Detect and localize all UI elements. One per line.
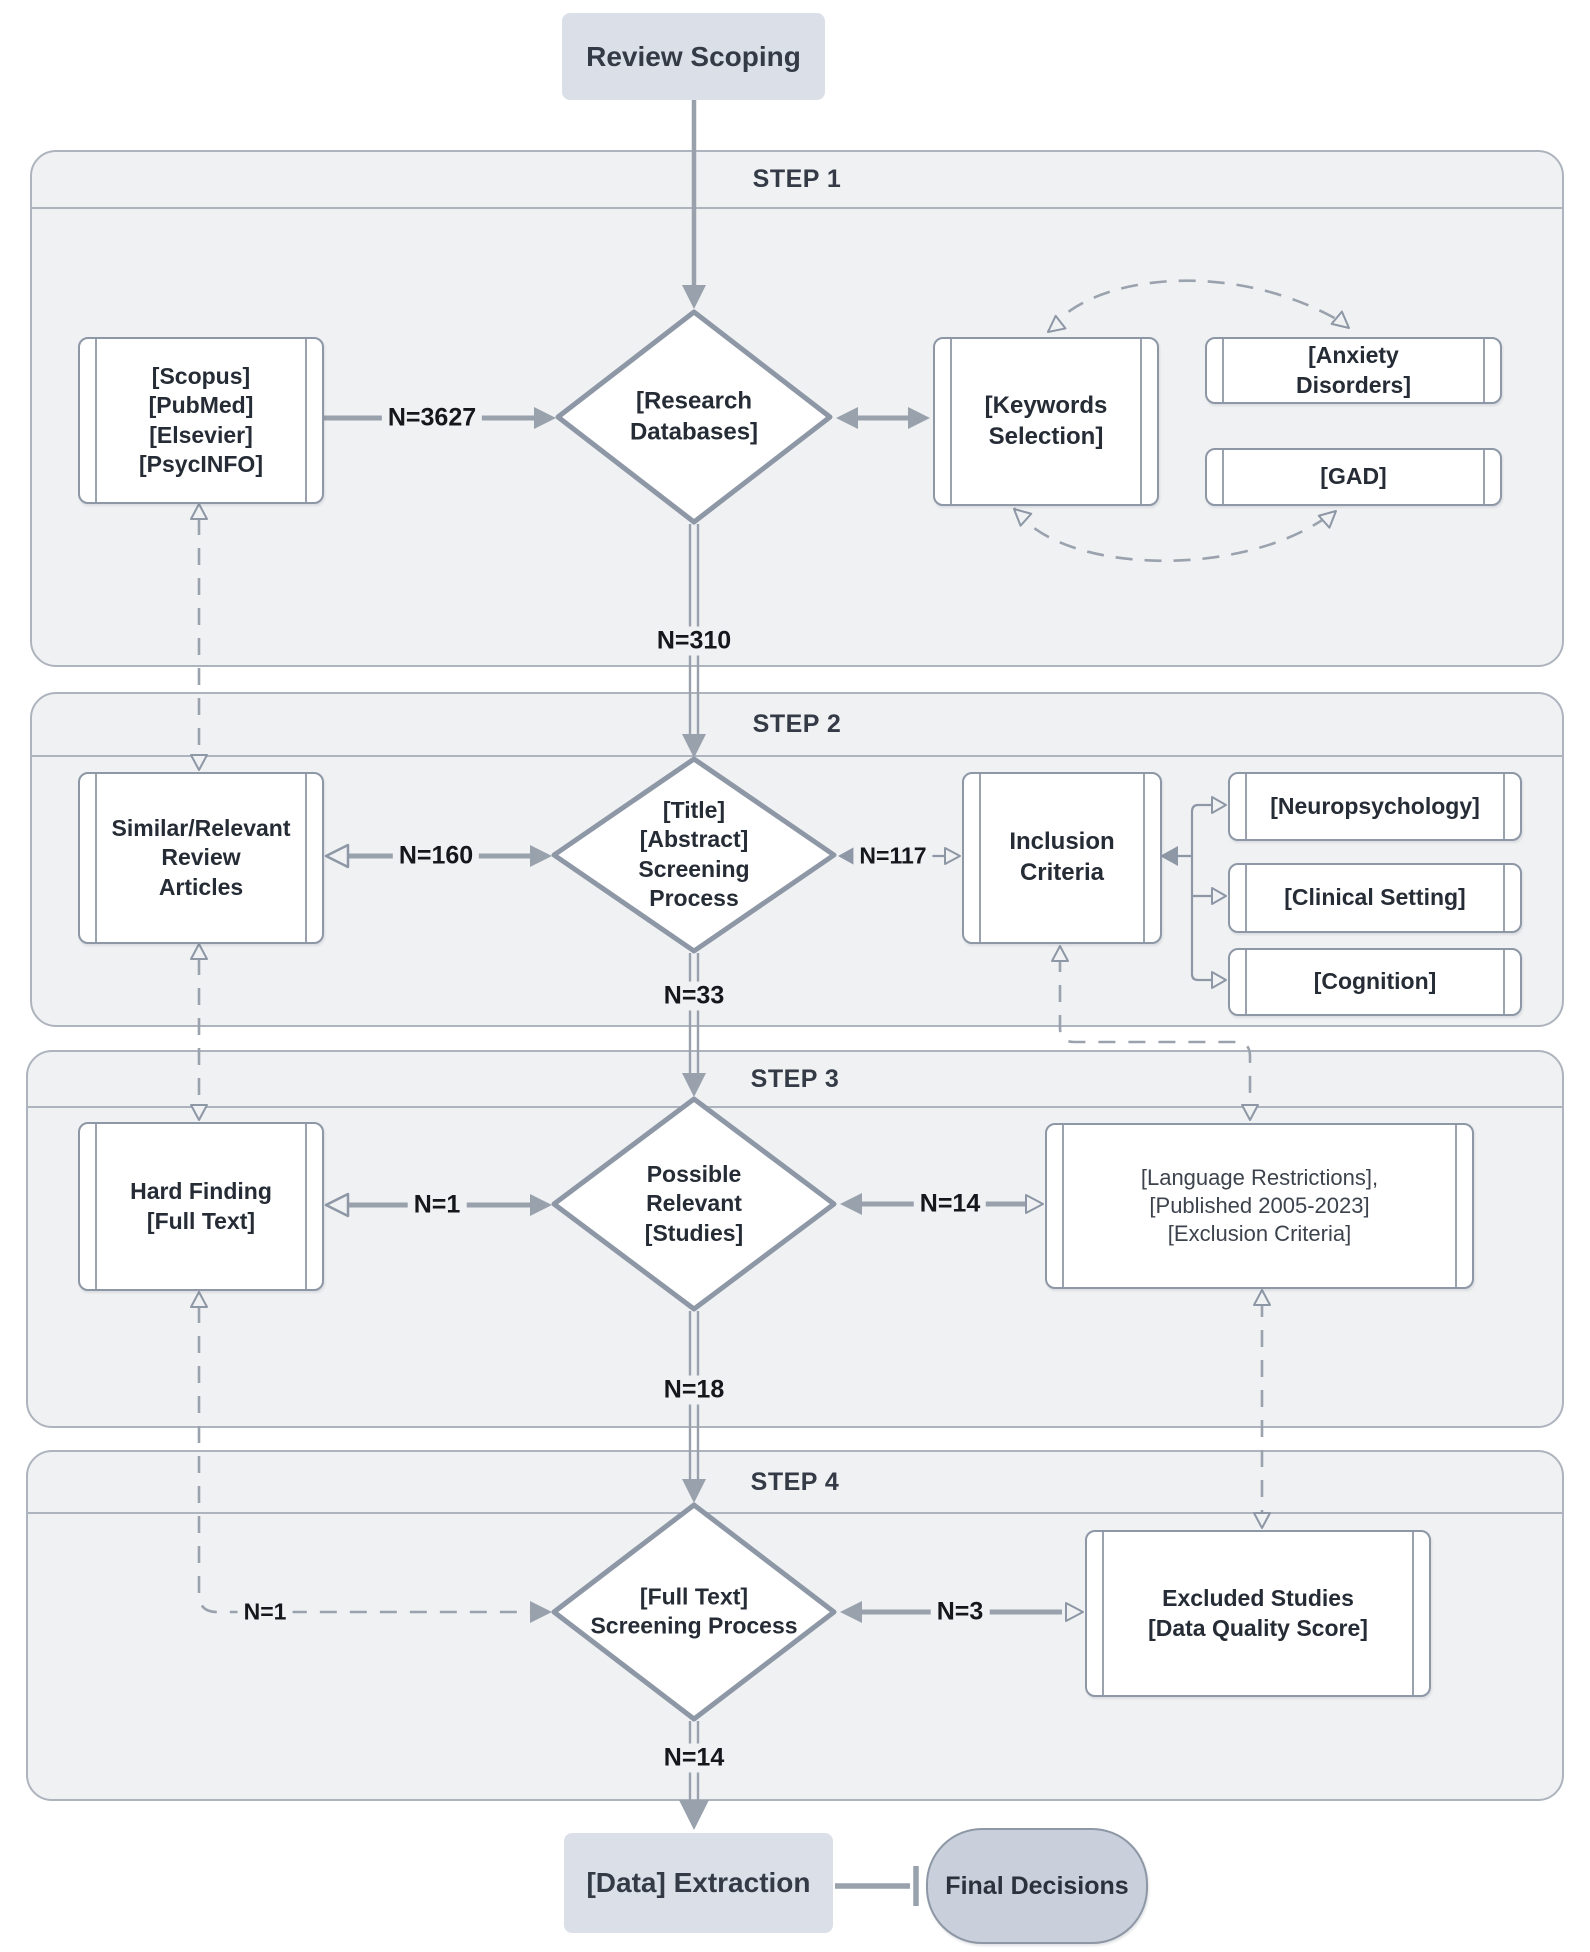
data-extraction-node: [Data] Extraction <box>564 1833 833 1933</box>
similar-articles-label: Similar/Relevant Review Articles <box>111 814 291 900</box>
databases-list-label: [Scopus] [PubMed] [Elsevier] [PsycINFO] <box>139 362 263 477</box>
step1-header: STEP 1 <box>32 152 1562 209</box>
step2-title: STEP 2 <box>752 710 842 738</box>
edge-label-n310: N=310 <box>650 626 738 656</box>
step2-header: STEP 2 <box>32 694 1562 757</box>
review-scoping-label: Review Scoping <box>586 40 801 72</box>
restrictions-node: [Language Restrictions], [Published 2005… <box>1045 1123 1474 1289</box>
anxiety-disorders-label: [Anxiety Disorders] <box>1295 342 1412 398</box>
excluded-studies-node: Excluded Studies [Data Quality Score] <box>1085 1530 1431 1697</box>
keywords-selection-node: [Keywords Selection] <box>933 337 1159 506</box>
final-decisions-node: Final Decisions <box>926 1828 1148 1944</box>
gad-label: [GAD] <box>1320 463 1387 490</box>
full-text-screening-label: [Full Text] Screening Process <box>590 1583 798 1639</box>
edge-label-n117: N=117 <box>853 842 933 870</box>
hard-finding-label: Hard Finding [Full Text] <box>130 1178 272 1234</box>
review-scoping-node: Review Scoping <box>562 13 825 100</box>
neuropsychology-label: [Neuropsychology] <box>1270 792 1480 819</box>
excluded-studies-label: Excluded Studies [Data Quality Score] <box>1148 1585 1368 1641</box>
edge-label-n3: N=3 <box>930 1597 990 1627</box>
edge-label-n160: N=160 <box>392 841 480 871</box>
clinical-setting-label: [Clinical Setting] <box>1284 884 1466 911</box>
step4-title: STEP 4 <box>750 1467 840 1496</box>
restrictions-label: [Language Restrictions], [Published 2005… <box>1140 1164 1379 1247</box>
clinical-setting-node: [Clinical Setting] <box>1228 863 1522 933</box>
databases-list-node: [Scopus] [PubMed] [Elsevier] [PsycINFO] <box>78 337 324 504</box>
similar-articles-node: Similar/Relevant Review Articles <box>78 772 324 944</box>
anxiety-disorders-node: [Anxiety Disorders] <box>1205 337 1502 404</box>
step3-title: STEP 3 <box>750 1064 840 1093</box>
edge-label-n3627: N=3627 <box>381 403 483 433</box>
edge-label-n33: N=33 <box>657 981 731 1011</box>
cognition-label: [Cognition] <box>1313 968 1437 995</box>
step3-header: STEP 3 <box>28 1052 1562 1108</box>
keywords-selection-label: [Keywords Selection] <box>984 391 1108 450</box>
neuropsychology-node: [Neuropsychology] <box>1228 772 1522 841</box>
inclusion-criteria-node: Inclusion Criteria <box>962 772 1162 944</box>
cognition-node: [Cognition] <box>1228 948 1522 1016</box>
title-abstract-label: [Title] [Abstract] Screening Process <box>638 797 750 912</box>
gad-node: [GAD] <box>1205 448 1502 506</box>
edge-label-n14-step4: N=14 <box>657 1743 731 1773</box>
inclusion-criteria-label: Inclusion Criteria <box>1009 828 1115 886</box>
edge-label-n18: N=18 <box>657 1375 731 1405</box>
data-extraction-label: [Data] Extraction <box>586 1867 811 1899</box>
step4-header: STEP 4 <box>28 1452 1562 1514</box>
step1-title: STEP 1 <box>752 165 842 193</box>
edge-label-n1-step3: N=1 <box>407 1190 467 1220</box>
research-databases-label: [Research Databases] <box>629 387 759 445</box>
edge-label-n1-step4: N=1 <box>237 1598 293 1626</box>
edge-label-n14-step3: N=14 <box>913 1189 987 1219</box>
final-decisions-label: Final Decisions <box>945 1872 1129 1900</box>
hard-finding-node: Hard Finding [Full Text] <box>78 1122 324 1291</box>
possible-relevant-label: Possible Relevant [Studies] <box>644 1160 744 1246</box>
